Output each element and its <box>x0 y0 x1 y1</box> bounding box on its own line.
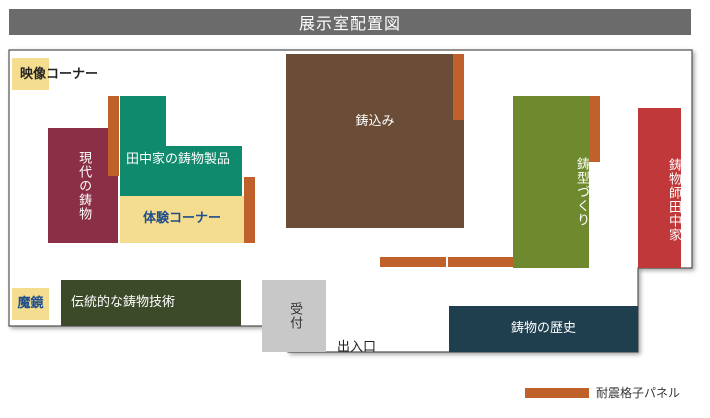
panel-genyo <box>108 96 119 176</box>
room-tanaka-products-lower: 田中家の鋳物製品 <box>120 146 242 196</box>
room-tanaka-upper-cut <box>166 96 242 146</box>
legend-panel-swatch <box>525 388 589 398</box>
panel-igata <box>589 96 600 162</box>
room-igata-label: 鋳型づくり <box>574 157 589 227</box>
room-imonoshi[interactable]: 鋳物師田中家 <box>638 108 681 268</box>
room-rekishi[interactable]: 鋳物の歴史 <box>449 306 638 352</box>
eizo-icon-box <box>12 58 49 90</box>
room-genyo[interactable]: 現代の鋳物 <box>48 128 118 243</box>
room-makyo[interactable]: 魔鏡 <box>12 288 49 320</box>
room-ikomi[interactable]: 鋳込み <box>286 54 464 228</box>
room-igata[interactable]: 鋳型づくり <box>513 96 589 268</box>
room-dento[interactable]: 伝統的な鋳物技術 <box>61 280 241 326</box>
panel-ikomi <box>453 54 464 120</box>
room-taiken-label: 体験コーナー <box>142 211 221 227</box>
panel-floor-1 <box>380 257 446 267</box>
room-ikomi-label: 鋳込み <box>355 114 395 129</box>
legend-panel-label: 耐震格子パネル <box>596 386 681 400</box>
room-genyo-label: 現代の鋳物 <box>76 150 92 221</box>
room-uketsuke[interactable]: 受付 <box>262 280 326 352</box>
panel-taiken <box>244 177 255 243</box>
room-dento-label: 伝統的な鋳物技術 <box>71 294 176 310</box>
entrance-label: 出入口 <box>337 340 377 355</box>
panel-floor-2 <box>448 257 514 267</box>
page-title: 展示室配置図 <box>9 9 691 35</box>
room-imonoshi-label: 鋳物師田中家 <box>666 158 681 242</box>
room-taiken[interactable]: 体験コーナー <box>120 196 244 243</box>
eizo-corner-label: 映像コーナー <box>20 67 99 82</box>
room-makyo-label: 魔鏡 <box>17 295 44 311</box>
room-uketsuke-label: 受付 <box>287 302 303 330</box>
room-rekishi-label: 鋳物の歴史 <box>510 320 576 336</box>
room-tanaka-products-label: 田中家の鋳物製品 <box>126 152 231 167</box>
page-title-text: 展示室配置図 <box>298 14 401 33</box>
